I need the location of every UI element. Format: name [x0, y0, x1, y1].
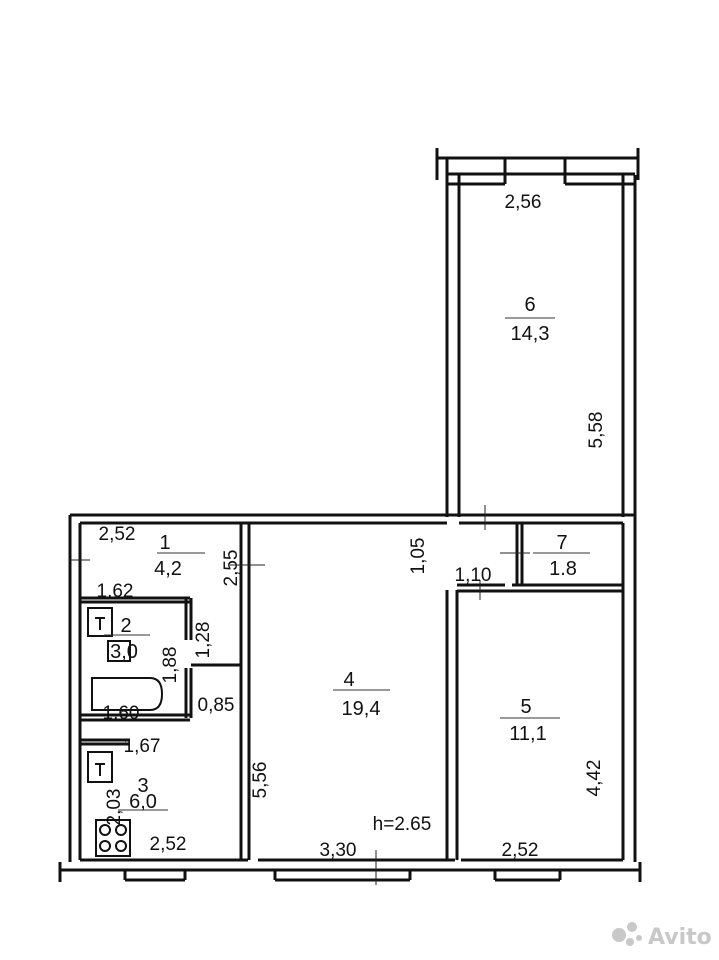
door-marks [70, 505, 530, 885]
room-4-number: 4 [343, 669, 354, 691]
stove-icon [95, 819, 131, 857]
dim-1-62: 1,62 [97, 581, 134, 602]
room-1-area: 4,2 [154, 558, 182, 580]
room-3-number: 3 [137, 775, 148, 797]
room-2-area: 3,0 [110, 641, 138, 663]
dim-4-42: 4,42 [584, 760, 605, 797]
room-3-area: 6,0 [129, 791, 157, 813]
dim-1-28: 1,28 [193, 622, 214, 659]
kitchen-sink-icon [87, 751, 113, 783]
dim-2-52-room3: 2,52 [150, 834, 187, 855]
walls [58, 148, 642, 882]
room-4-area: 19,4 [342, 698, 381, 720]
room-7-number: 7 [556, 532, 567, 554]
dim-2-55: 2,55 [221, 550, 242, 587]
dim-2-52-room5: 2,52 [502, 840, 539, 861]
room-6-number: 6 [524, 294, 535, 316]
dim-1-05: 1,05 [408, 538, 429, 575]
dim-3-30: 3,30 [320, 840, 357, 861]
room-1-number: 1 [159, 532, 170, 554]
room-6-area: 14,3 [511, 323, 550, 345]
dim-1-67: 1,67 [124, 736, 161, 757]
room-2-number: 2 [120, 615, 131, 637]
dim-0-85: 0,85 [198, 695, 235, 716]
dimension-lines [104, 317, 590, 811]
bathtub-icon [91, 677, 164, 711]
dim-1-88: 1,88 [160, 647, 181, 684]
dim-2-56: 2,56 [505, 192, 542, 213]
dim-5-56: 5,56 [250, 762, 271, 799]
sink-icon [87, 607, 113, 637]
dim-5-58: 5,58 [586, 412, 607, 449]
dim-2-03: 2,03 [104, 789, 125, 826]
dim-1-60: 1,60 [103, 703, 140, 724]
dim-1-10: 1,10 [455, 565, 492, 586]
avito-watermark: Avito [612, 922, 712, 950]
fixtures [87, 607, 164, 857]
ceiling-height: h=2.65 [373, 814, 432, 835]
room-7-area: 1.8 [549, 558, 577, 580]
room-5-number: 5 [520, 696, 531, 718]
dim-2-52-room1: 2,52 [99, 524, 136, 545]
room-5-area: 11,1 [509, 723, 546, 745]
watermark-text: Avito [648, 925, 712, 950]
